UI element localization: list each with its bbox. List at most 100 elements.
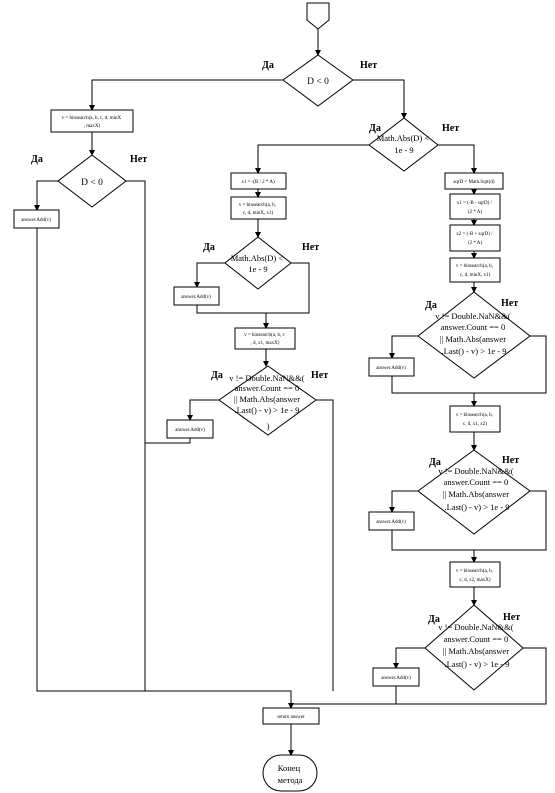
connector-d5-no xyxy=(316,399,334,691)
process-p3 xyxy=(230,196,287,220)
end-terminator-line: метода xyxy=(278,775,303,785)
decision-d8-line: || Math.Abs(answer xyxy=(443,646,509,656)
decision-d8-text: v != Double.NaN&&( answer.Count == 0 || … xyxy=(438,622,516,669)
label-d2-yes: Да xyxy=(369,123,381,134)
add-blocks: answer.Add(v) answer.Add(v) answer.Add(v… xyxy=(13,209,420,687)
process-p1-line: , maxX) xyxy=(84,124,101,129)
process-p6-line: x1 = (-B - sqrD) / xyxy=(457,201,493,206)
process-blocks: v = binsearch(a, b, c, d, minX , maxX) x… xyxy=(50,109,504,588)
connector-d6-no xyxy=(474,335,547,394)
decision-d6-line: .Last() - v) > 1e - 9 xyxy=(442,346,507,356)
decision-d4-line: Math.Abs(D) < xyxy=(231,253,284,263)
process-p2-line: x1 = -(B / 2 * A) xyxy=(241,180,275,185)
connector-d3-yes xyxy=(34,180,58,211)
branch-labels: Да Нет Да Нет Да Нет Да Нет Да Нет Да Не… xyxy=(31,60,520,625)
decision-d7-text: v != Double.NaN&&( answer.Count == 0 || … xyxy=(438,466,516,512)
label-d3-yes: Да xyxy=(31,154,43,165)
connector-add3-merge xyxy=(145,438,191,444)
add-block-5-text: answer.Add(v) xyxy=(376,520,406,525)
process-p4 xyxy=(234,327,296,350)
label-d1-yes: Да xyxy=(262,60,274,71)
decision-d1 xyxy=(282,54,354,107)
label-d2-no: Нет xyxy=(442,123,459,134)
process-p10-line: v = binsearch(a, b, xyxy=(456,569,493,574)
connector-d2-yes xyxy=(255,144,369,174)
decision-d2 xyxy=(368,117,439,172)
decision-d8-line: .Last() - v) > 1e - 9 xyxy=(445,659,510,669)
decision-d6-line: || Math.Abs(answer xyxy=(440,334,506,344)
process-p4-text: v = binsearch(a, b, c , d, x1, maxX) xyxy=(244,333,286,346)
decision-d3 xyxy=(57,154,127,208)
connector-merge-return xyxy=(145,690,294,709)
process-p1-text: v = binsearch(a, b, c, d, minX , maxX) xyxy=(62,116,123,129)
label-d8-no: Нет xyxy=(503,612,520,623)
decision-d5-line: answer.Count == 0 xyxy=(235,383,300,393)
decision-d3-text: D < 0 xyxy=(81,178,103,188)
connector-add1-merge xyxy=(36,228,145,692)
process-p2-text: x1 = -(B / 2 * A) xyxy=(241,180,275,185)
process-p4-line: , d, x1, maxX) xyxy=(251,341,280,346)
decision-d5-text: v != Double.NaN&&( answer.Count == 0 || … xyxy=(229,373,307,431)
label-d7-yes: Да xyxy=(429,457,441,468)
connector-d7-yes xyxy=(389,490,418,513)
process-p8-line: c, d, minX, x1) xyxy=(460,273,491,278)
process-p2 xyxy=(230,172,287,190)
decision-d8-line: v != Double.NaN&&( xyxy=(438,622,514,632)
decision-d5 xyxy=(218,365,317,436)
decision-d2-line: Math.Abs(D) < xyxy=(377,133,430,143)
connector-d2-no xyxy=(438,144,477,174)
process-p10 xyxy=(449,561,501,588)
process-p5 xyxy=(444,172,504,190)
process-p10-text: v = binsearch(a, b, c, d, x2, maxX) xyxy=(456,569,494,583)
process-p3-line: v = binsearch(a, b, xyxy=(239,203,276,208)
decision-d8-line: answer.Count == 0 xyxy=(444,634,509,644)
label-d6-yes: Да xyxy=(425,300,437,311)
connector-d5-yes xyxy=(187,399,219,421)
connector-d6-yes xyxy=(389,335,418,359)
decision-d4-text: Math.Abs(D) < 1e - 9 xyxy=(231,253,286,274)
label-d5-no: Нет xyxy=(311,370,328,381)
connector-d4-yes xyxy=(194,262,225,288)
connector-add2-p4 xyxy=(196,305,269,329)
add-block-3 xyxy=(166,419,214,439)
decision-d7-line: v != Double.NaN&&( xyxy=(438,466,514,476)
label-d4-no: Нет xyxy=(302,242,319,253)
process-p7 xyxy=(449,224,501,252)
decision-d6 xyxy=(417,291,531,379)
decision-d1-text: D < 0 xyxy=(307,77,329,87)
process-p3-text: v = binsearch(a, b, c, d, minX, x1) xyxy=(239,203,277,216)
process-p8 xyxy=(449,257,501,283)
decisions: D < 0 Math.Abs(D) < 1e - 9 D < 0 Math.Ab… xyxy=(57,54,531,691)
decision-d6-text: v != Double.NaN&&( answer.Count == 0 || … xyxy=(435,311,513,356)
connector-add4-p9 xyxy=(391,376,477,407)
end-terminator-line: Конец xyxy=(278,763,301,773)
process-p9 xyxy=(449,405,501,433)
decision-d5-line: || Math.Abs(answer xyxy=(234,394,300,404)
process-p1 xyxy=(50,109,134,133)
label-d4-yes: Да xyxy=(203,242,215,253)
decision-d7-line: answer.Count == 0 xyxy=(444,477,509,487)
decision-d6-line: v != Double.NaN&&( xyxy=(435,311,511,321)
process-p9-line: v = binsearch(a, b, xyxy=(456,413,493,418)
return-block xyxy=(262,707,320,725)
connector-d1-yes xyxy=(89,79,283,111)
connector-d3-no xyxy=(126,180,146,691)
end-terminator xyxy=(262,754,318,792)
add-block-4 xyxy=(368,357,415,377)
add-block-2 xyxy=(173,286,220,306)
connector-d7-no xyxy=(474,490,547,551)
connector-d4-no xyxy=(266,262,310,314)
connector-d1-no xyxy=(353,79,407,119)
decision-d7-line: .Last() - v) > 1e - 9 xyxy=(445,502,510,512)
decision-d3-line: D < 0 xyxy=(81,178,103,188)
process-p7-line: (2 * A) xyxy=(468,241,483,246)
process-p6-line: (2 * A) xyxy=(468,210,483,215)
decision-d5-line: v != Double.NaN&&( xyxy=(229,373,305,383)
process-p6-text: x1 = (-B - sqrD) / (2 * A) xyxy=(457,201,493,215)
decision-d8 xyxy=(424,604,524,691)
start-connector xyxy=(306,2,330,30)
label-d5-yes: Да xyxy=(211,370,223,381)
return-block-text: return answer xyxy=(277,715,305,720)
process-p7-line: x2 = (-B + sqrD) / xyxy=(456,232,493,237)
